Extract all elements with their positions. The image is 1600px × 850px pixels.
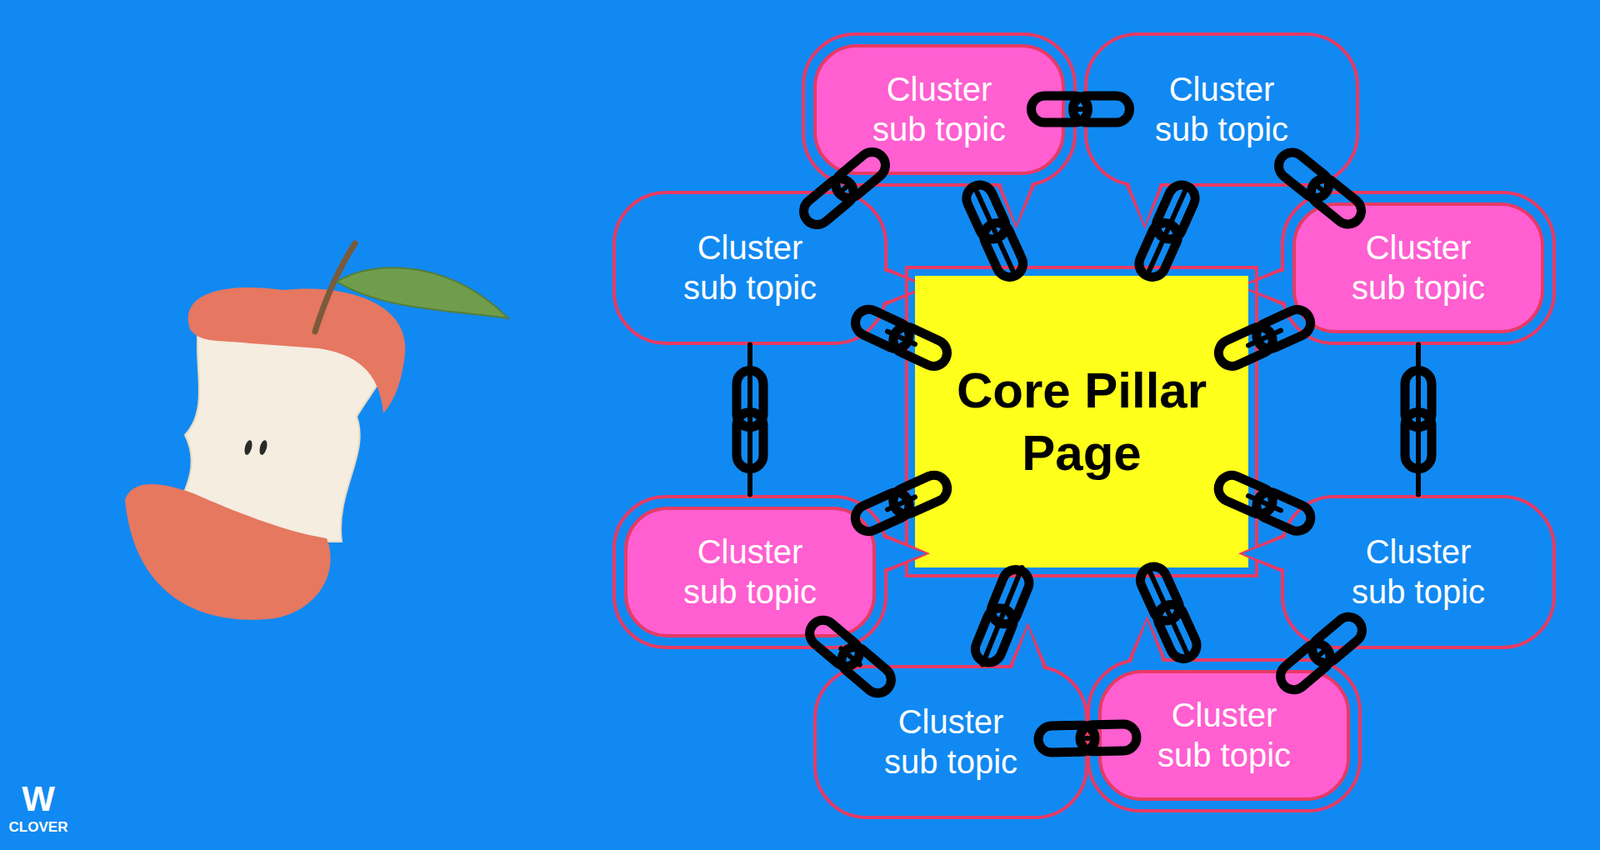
apple-top-skin — [188, 287, 406, 414]
cluster-label: Cluster sub topic — [1335, 531, 1502, 612]
cluster-bubble: Cluster sub topic — [801, 32, 1077, 187]
bubble-outline — [1086, 658, 1362, 813]
chain-link — [1135, 218, 1183, 281]
cluster-label: Cluster sub topic — [855, 69, 1023, 150]
apple-seed — [243, 439, 254, 455]
cluster-label: Cluster sub topic — [666, 227, 834, 308]
connector-line — [1317, 186, 1323, 191]
bubble-outline — [612, 495, 888, 650]
apple-seed — [258, 439, 269, 455]
bubble-border — [1282, 192, 1555, 344]
connector-line — [887, 331, 915, 345]
bubble-fill — [815, 45, 1064, 174]
bubble-border — [803, 34, 1075, 185]
chain-link — [1135, 562, 1184, 625]
chain-link — [1405, 412, 1432, 470]
cluster-label: Cluster sub topic — [1335, 227, 1502, 308]
chain-icon — [1405, 370, 1432, 470]
connector-line — [840, 649, 860, 665]
cluster-label: Cluster sub topic — [867, 701, 1035, 782]
bubble-border — [614, 496, 886, 648]
bubble-tail-join — [1242, 269, 1288, 303]
bubble-tail-join — [880, 536, 926, 570]
logo-mark: W — [21, 781, 55, 817]
chain-link — [736, 412, 764, 470]
connector-line — [1248, 330, 1281, 346]
logo-wordmark: CLOVER — [9, 820, 69, 835]
chain-link — [1405, 370, 1432, 428]
chain-link — [979, 218, 1027, 281]
apple-leaf — [336, 267, 509, 319]
pillar-title: Core Pillar Page — [948, 359, 1215, 485]
cluster-bubble: Cluster sub topic — [612, 495, 888, 650]
cluster-bubble: Cluster sub topic — [1280, 495, 1556, 650]
connector-line — [887, 496, 915, 510]
cluster-bubble: Cluster sub topic — [813, 665, 1089, 820]
cluster-label: Cluster sub topic — [666, 531, 834, 612]
apple-bottom-skin — [125, 484, 331, 620]
bubble-outline — [1084, 32, 1360, 187]
bubble-tail-join — [999, 180, 1033, 225]
bubble-fill — [1294, 204, 1543, 332]
bubble-outline — [1280, 495, 1556, 650]
bubble-outline — [813, 665, 1089, 820]
bubble-fill — [625, 508, 875, 636]
bubble-border — [1282, 496, 1555, 648]
connector-line — [1415, 345, 1421, 495]
connector-line — [1076, 106, 1085, 112]
cluster-label: Cluster sub topic — [1138, 69, 1305, 150]
bubble-tail-join — [1242, 536, 1288, 570]
connector-line — [1248, 495, 1281, 510]
cluster-bubble: Cluster sub topic — [612, 190, 888, 345]
bubble-border — [1085, 34, 1358, 185]
bubble-outline — [612, 190, 888, 345]
connector-line — [842, 186, 848, 191]
bubble-outline — [1280, 190, 1556, 345]
pillar-box: Core Pillar Page — [915, 275, 1249, 568]
connector-line — [747, 345, 753, 495]
bubble-border — [614, 192, 886, 344]
cluster-label: Cluster sub topic — [1140, 695, 1308, 775]
bubble-tail-join — [1130, 620, 1165, 665]
chain-link-connector — [736, 345, 764, 495]
chain-link-connector — [1405, 345, 1432, 495]
bubble-border — [1088, 660, 1360, 811]
cluster-bubble: Cluster sub topic — [1084, 32, 1360, 187]
chain-link — [986, 565, 1033, 629]
cluster-bubble: Cluster sub topic — [1086, 658, 1362, 813]
bubble-tail-join — [1128, 180, 1162, 225]
connector-line — [1315, 649, 1327, 659]
bubble-border — [815, 666, 1087, 818]
bubble-fill — [1100, 671, 1349, 800]
bubble-tail-join — [1010, 626, 1045, 672]
chain-link — [970, 604, 1017, 667]
bubble-outline — [801, 32, 1077, 187]
chain-icon — [736, 370, 764, 470]
chain-link — [736, 370, 764, 428]
cluster-bubble: Cluster sub topic — [1280, 190, 1556, 345]
